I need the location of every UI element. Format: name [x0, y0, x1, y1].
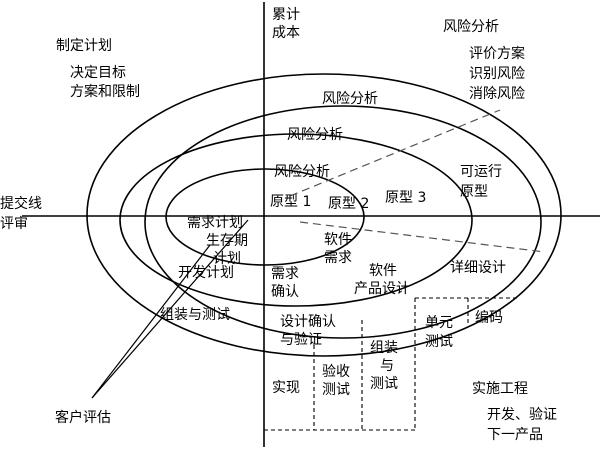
engineering-heading: 实施工程 [472, 381, 528, 397]
quadrant-risk-item-1: 评价方案 [469, 45, 525, 62]
axis-top-label-line-1: 累计 [272, 7, 300, 23]
quadrant-risk-item-3: 消除风险 [469, 86, 525, 102]
prototype-3-label: 原型 3 [385, 190, 426, 206]
spiral-ring-3 [86, 73, 562, 357]
lifecycle-plan-line-2: 计划 [213, 251, 241, 267]
customer-evaluation-line-1 [91, 219, 249, 399]
quadrant-planning-item-1: 决定目标 [70, 65, 126, 81]
risk-analysis-label-outer: 风险分析 [322, 91, 378, 107]
requirements-plan-label: 需求计划 [187, 215, 243, 231]
acceptance-test-line-1: 验收 [322, 364, 350, 380]
integration-test-right-line-1: 组装 [370, 340, 398, 356]
software-requirements-line-2: 需求 [324, 250, 352, 266]
quadrant-planning-item-2: 方案和限制 [70, 83, 140, 100]
customer-evaluation-line-2 [91, 244, 211, 399]
coding-label: 编码 [475, 310, 503, 326]
requirements-confirm-line-2: 确认 [271, 284, 299, 300]
prototype-divider-lower [299, 221, 546, 253]
design-verify-line-2: 与验证 [280, 332, 322, 348]
risk-analysis-label-middle: 风险分析 [287, 127, 343, 143]
prototype-2-label: 原型 2 [328, 196, 369, 212]
design-verify-line-1: 设计确认 [280, 314, 336, 330]
axis-top-label-line-2: 成本 [272, 25, 300, 41]
acceptance-test-line-2: 测试 [322, 382, 350, 398]
requirements-confirm-line-1: 需求 [271, 266, 299, 282]
axis-left-label-line-2: 评审 [0, 216, 28, 232]
integration-test-right-line-3: 测试 [370, 376, 398, 392]
integration-test-left-label: 组装与测试 [160, 307, 230, 323]
spiral-ring-4 [144, 105, 542, 339]
engineering-item-2: 下一产品 [487, 427, 543, 443]
operational-prototype-line-2: 原型 [460, 184, 488, 200]
quadrant-risk-heading: 风险分析 [443, 19, 499, 35]
customer-evaluation-label: 客户评估 [55, 409, 111, 426]
spiral-ring-2 [119, 133, 473, 307]
prototype-1-label: 原型 1 [270, 194, 311, 210]
quadrant-planning-heading: 制定计划 [56, 38, 112, 54]
lifecycle-plan-line-1: 生存期 [206, 233, 248, 249]
operational-prototype-line-1: 可运行 [460, 164, 502, 180]
axis-left-label-line-1: 提交线 [0, 195, 42, 212]
prototype-divider-upper [289, 109, 501, 197]
risk-analysis-label-inner: 风险分析 [274, 164, 330, 180]
engineering-item-1: 开发、验证 [487, 407, 557, 423]
unit-test-line-1: 单元 [425, 315, 453, 331]
unit-test-line-2: 测试 [425, 334, 453, 350]
software-requirements-line-1: 软件 [324, 232, 352, 248]
detailed-design-label: 详细设计 [450, 260, 506, 276]
software-product-design-line-1: 软件 [369, 263, 397, 279]
implementation-label: 实现 [272, 380, 300, 396]
spiral-ring-1 [165, 168, 365, 266]
integration-test-right-line-2: 与 [380, 358, 394, 374]
quadrant-risk-item-2: 识别风险 [469, 66, 525, 82]
development-plan-label: 开发计划 [178, 265, 234, 281]
software-product-design-line-2: 产品设计 [354, 281, 410, 297]
